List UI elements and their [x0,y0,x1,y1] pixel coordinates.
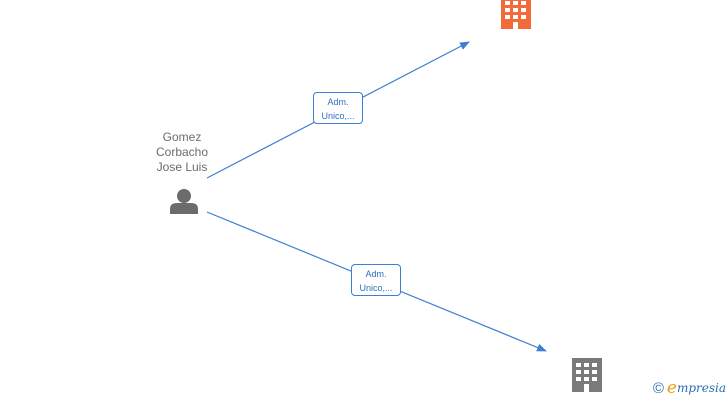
edge-label-role: Adm. [327,97,349,107]
brand-name: mpresia [676,381,726,395]
edge-label-detail: Unico,... [359,283,393,293]
brand-logo: © e mpresia [653,379,726,397]
person-name-line: Jose Luis [156,160,208,174]
edge-label-bottom: Adm. Unico,... [351,264,401,296]
person-name-line: Gomez [162,130,202,144]
edge-label-top: Adm. Unico,... [313,92,363,124]
edge-label-detail: Unico,... [321,111,355,121]
person-name[interactable]: Gomez Corbacho Jose Luis [142,130,222,175]
copyright-icon: © [652,379,664,397]
edge-label-role: Adm. [365,269,387,279]
building-icon[interactable] [501,0,531,29]
person-icon[interactable] [170,189,198,214]
person-name-line: Corbacho [155,145,209,159]
brand-initial: e [666,377,677,398]
building-icon[interactable] [572,358,602,392]
